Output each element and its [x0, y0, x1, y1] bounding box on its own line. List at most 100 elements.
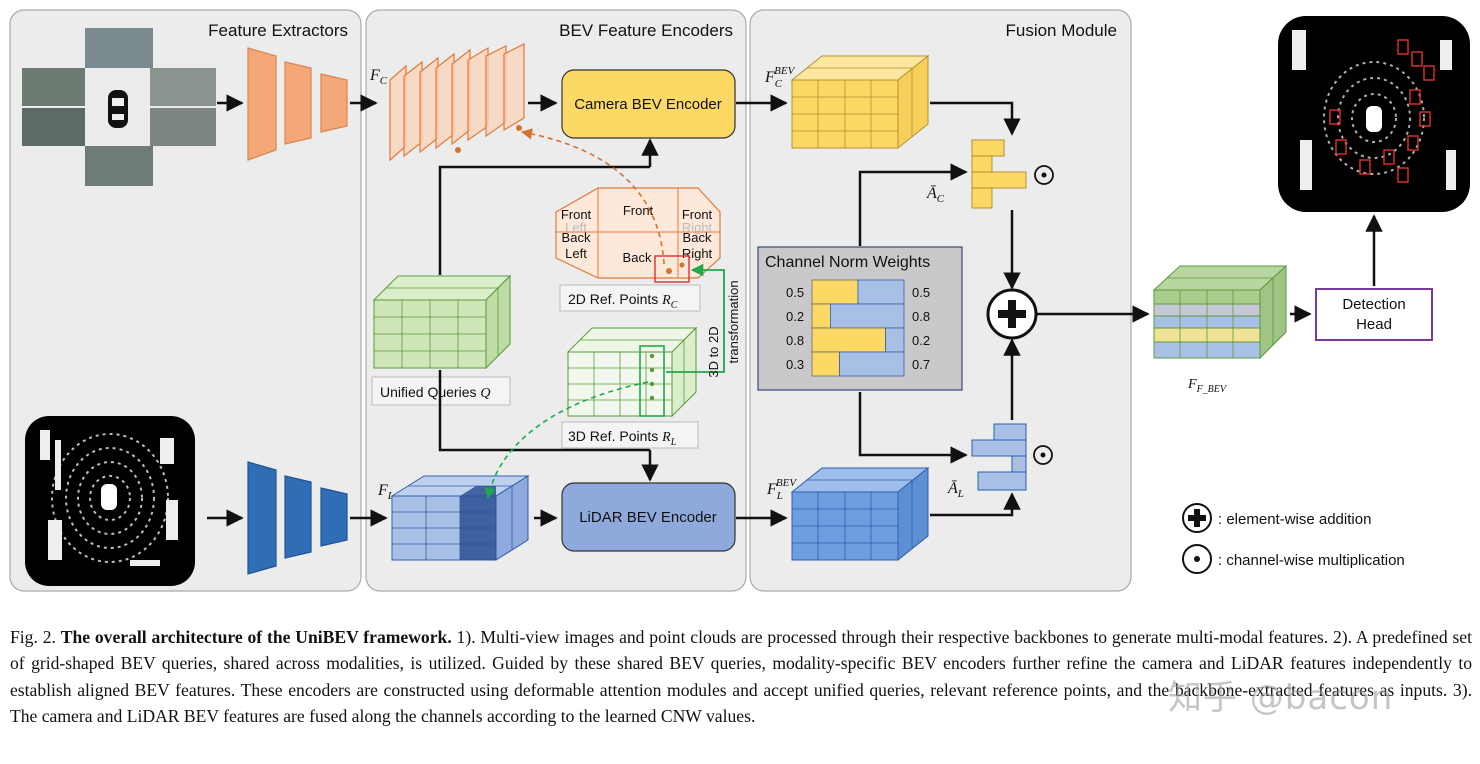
ref-point-highlight: [654, 255, 690, 283]
transform-3d-to-2d-arrow: [666, 263, 725, 373]
camera-feature-stack: FC: [369, 43, 525, 162]
legend-mul-label: : channel-wise multiplication: [1218, 552, 1405, 569]
cnw-lidar-value: 0.8: [912, 309, 930, 324]
cnw-camera-bar: [811, 351, 841, 377]
ref3d-label-box: 3D Ref. Points RL: [561, 421, 699, 449]
transform-label-line1: 3D to 2D: [706, 326, 721, 377]
lidar-ego-car-icon: [101, 484, 117, 510]
arrow-flbev-to-lidar-weights: [930, 492, 1021, 517]
detection-output-image: [1278, 16, 1470, 212]
fc-label: FC: [369, 67, 388, 87]
lidar-bev-encoder-block: LiDAR BEV Encoder: [561, 482, 736, 552]
projection-arrow-to-image-features: [520, 128, 665, 265]
arrow-cnw-to-lidar-weights: [858, 392, 968, 464]
detection-head-line1: Detection: [1342, 296, 1405, 313]
camera-image-front-left: [22, 68, 85, 106]
camera-views-octagon: Front Front Left Front Right Back Left B…: [555, 187, 721, 283]
detection-head-line2: Head: [1356, 316, 1392, 333]
lidar-channel-weights: [971, 423, 1027, 491]
view-front: Front: [623, 203, 654, 218]
figure-caption: Fig. 2. The overall architecture of the …: [10, 624, 1472, 730]
cnw-camera-bar: [811, 279, 859, 305]
arrow-cnw-to-camera-weights: [858, 163, 968, 246]
camera-image-front-right: [150, 68, 216, 106]
transform-label: 3D to 2D transformation: [706, 280, 741, 377]
ac-label: ĀC: [926, 185, 945, 205]
lidar-point-cloud-image: [25, 416, 195, 586]
watermark: 知乎 @bacon: [1168, 678, 1394, 718]
lidar-bev-feature-cube: FLBEV: [766, 466, 930, 562]
camera-image-back-left: [22, 108, 85, 146]
legend-mul-icon: [1182, 544, 1212, 574]
camera-channel-weights: [971, 139, 1027, 209]
view-back-right-2: Right: [682, 246, 713, 261]
detection-head-block: Detection Head: [1315, 288, 1433, 341]
view-front-left-1: Front: [561, 207, 592, 222]
cnw-camera-value: 0.3: [786, 357, 804, 372]
fl-label: FL: [377, 482, 394, 502]
cnw-lidar-bar: [830, 303, 905, 329]
arrow-fcbev-to-camera-weights: [930, 101, 1021, 136]
lidar-sampled-region: [460, 486, 496, 560]
output-ego-car-icon: [1366, 106, 1382, 132]
cnw-lidar-value: 0.2: [912, 333, 930, 348]
view-front-right-1: Front: [682, 207, 713, 222]
camera-image-back: [85, 146, 153, 186]
camera-sample-point: [516, 125, 522, 131]
panel-title-fusion: Fusion Module: [1005, 21, 1117, 40]
cnw-camera-value: 0.8: [786, 333, 804, 348]
legend-add-icon: [1182, 503, 1212, 533]
architecture-diagram: Feature Extractors BEV Feature Encoders …: [9, 9, 1470, 592]
cnw-camera-value: 0.2: [786, 309, 804, 324]
camera-bev-encoder-block: Camera BEV Encoder: [561, 69, 736, 139]
view-back-right-1: Back: [683, 230, 712, 245]
camera-image-front: [85, 28, 153, 68]
camera-bev-encoder-label: Camera BEV Encoder: [574, 96, 722, 113]
element-wise-add-symbol: [986, 288, 1038, 340]
lidar-bev-encoder-label: LiDAR BEV Encoder: [579, 509, 717, 526]
caption-prefix: Fig. 2.: [10, 627, 61, 647]
ref3d-cube: [566, 326, 698, 418]
flbev-label: FLBEV: [766, 477, 797, 502]
caption-text: 1). Multi-view images and point clouds a…: [10, 627, 1473, 727]
query-routing-lines: [438, 138, 659, 482]
view-back-left-1: Back: [562, 230, 591, 245]
panel-title-feature-extractors: Feature Extractors: [208, 21, 348, 40]
ref3d-pillar: [639, 345, 665, 417]
camera-mul-symbol: [1034, 165, 1054, 185]
camera-bev-feature-cube: FCBEV: [764, 54, 930, 150]
cnw-title: Channel Norm Weights: [765, 254, 930, 271]
cnw-lidar-bar: [857, 279, 905, 305]
view-front-right-2: Right: [682, 220, 713, 235]
view-front-left-2: Left: [565, 220, 587, 235]
cnw-camera-bar: [811, 327, 886, 353]
ref2d-label-box: 2D Ref. Points RC: [559, 284, 701, 312]
fused-bev-feature-cube: [1152, 264, 1288, 360]
unified-queries-label: Unified Queries Q: [380, 384, 491, 401]
lidar-mul-symbol: [1033, 445, 1053, 465]
cnw-lidar-bar: [885, 327, 905, 353]
ref3d-label: 3D Ref. Points RL: [568, 428, 677, 448]
unified-queries-cube: [372, 274, 512, 370]
al-label: ĀL: [947, 480, 964, 500]
transform-label-line2: transformation: [726, 280, 741, 363]
camera-backbone: [247, 47, 348, 161]
projection-arrow-to-lidar-features: [484, 381, 649, 500]
view-back: Back: [623, 250, 652, 265]
cnw-lidar-bar: [839, 351, 905, 377]
ego-car-icon: [108, 90, 128, 128]
caption-bold: The overall architecture of the UniBEV f…: [60, 627, 452, 647]
cnw-lidar-value: 0.7: [912, 357, 930, 372]
camera-sample-point: [455, 147, 461, 153]
view-back-left-2: Left: [565, 246, 587, 261]
fcbev-label: FCBEV: [764, 65, 796, 90]
cnw-camera-bar: [811, 303, 831, 329]
detected-box-icons: [1329, 39, 1435, 183]
multi-view-images: [22, 28, 216, 186]
camera-image-back-right: [150, 108, 216, 146]
ref2d-label: 2D Ref. Points RC: [568, 291, 678, 311]
ffbev-label: FF_BEV: [1187, 377, 1228, 395]
ref-point-2d: [666, 268, 672, 274]
